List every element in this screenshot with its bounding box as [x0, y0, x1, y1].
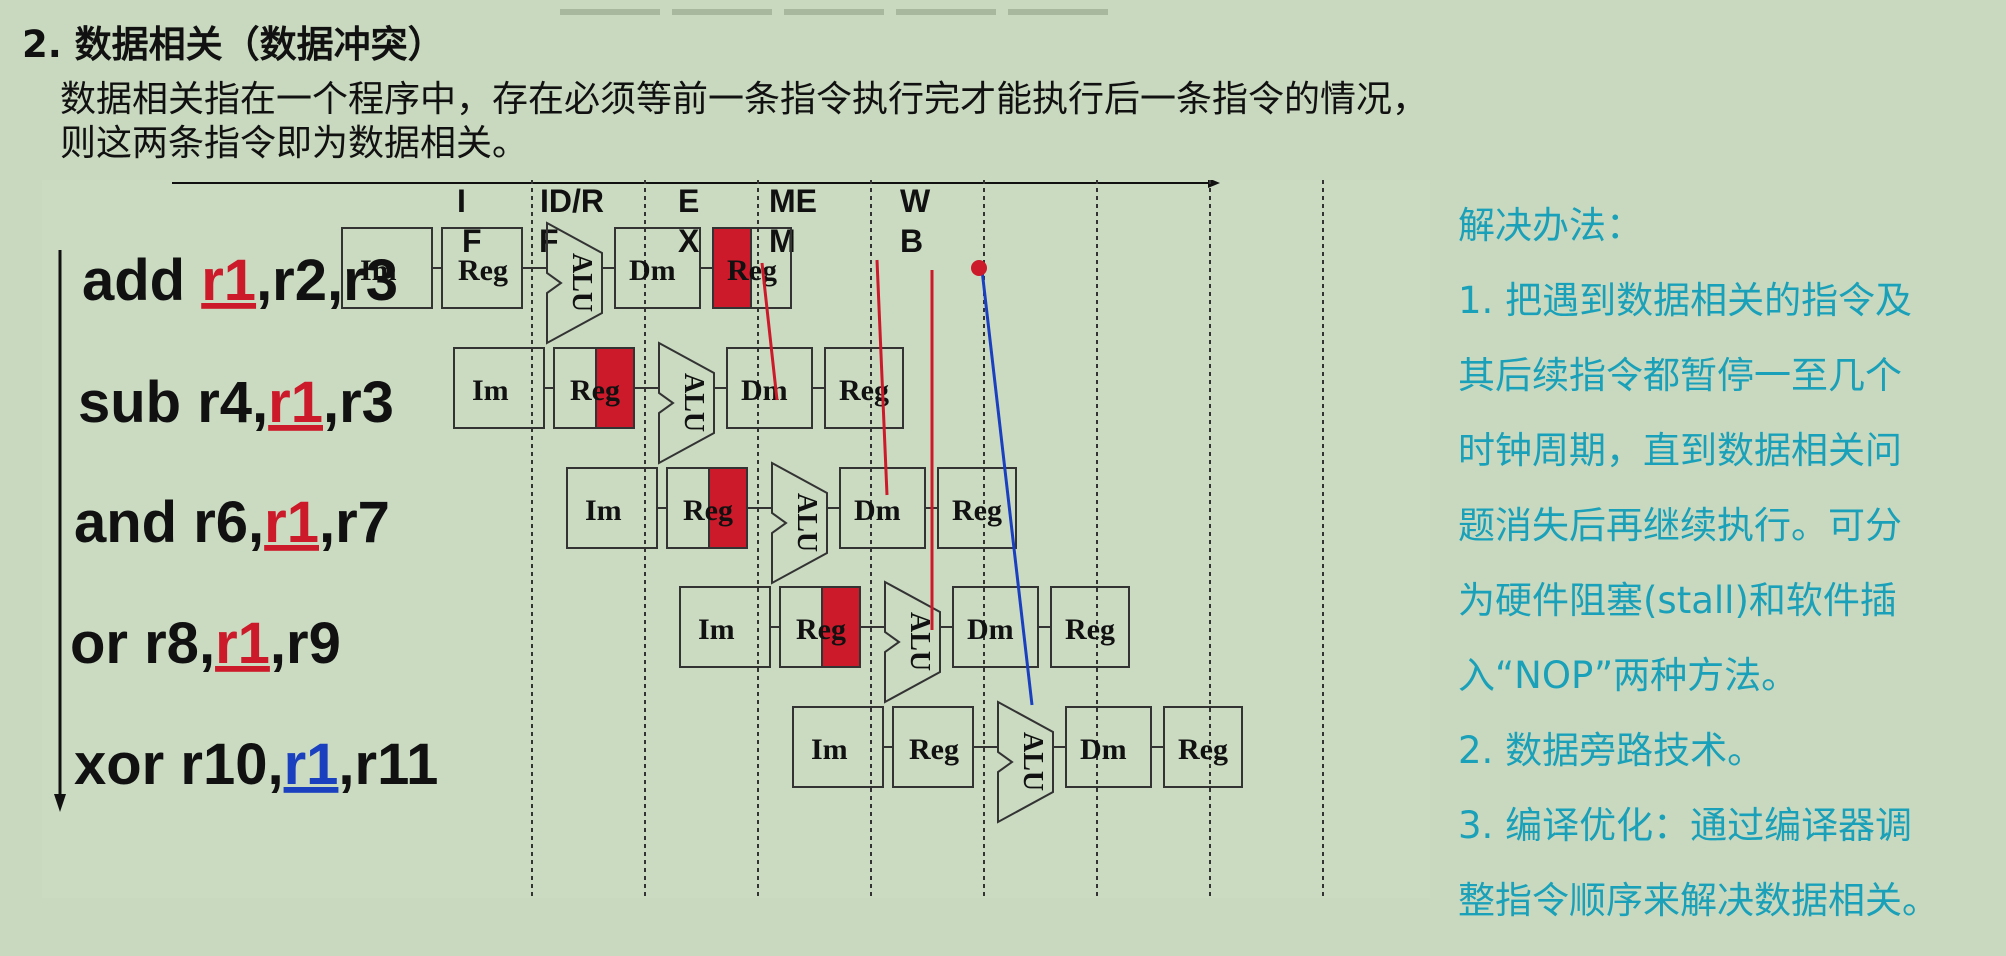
alu-block [997, 700, 1054, 824]
wb-reg-block [824, 347, 904, 429]
hazard-line [760, 262, 779, 401]
instruction-op: and r6, [74, 490, 264, 555]
im-label: Im [811, 733, 848, 766]
instruction-text: sub r4,r1,r3 [78, 370, 394, 435]
instruction-op: add [82, 248, 201, 313]
reg-label: Reg [458, 254, 508, 287]
reg-label: Reg [909, 733, 959, 766]
instruction-hazard-reg: r1 [264, 490, 319, 555]
stage-label: W [900, 183, 931, 219]
instruction-operands: ,r11 [338, 732, 438, 797]
wb-reg-block [1163, 706, 1243, 788]
instruction-op: or r8, [70, 611, 215, 676]
dm-label: Dm [741, 374, 788, 407]
solution-line: 1. 把遇到数据相关的指令及 [1458, 279, 1913, 322]
stage-label: F [539, 223, 559, 259]
im-label: Im [585, 494, 622, 527]
wb-reg-block [937, 467, 1017, 549]
stage-label: B [900, 223, 923, 259]
top-decoration [560, 0, 1220, 15]
alu-label: ALU [791, 493, 822, 552]
solution-line: 时钟周期，直到数据相关问 [1458, 429, 1902, 472]
instruction-op: sub r4, [78, 370, 268, 435]
reg-label: Reg [570, 374, 620, 407]
dm-label: Dm [854, 494, 901, 527]
alu-label: ALU [566, 253, 597, 312]
reg-hazard-fill [595, 347, 635, 429]
stage-label: E [678, 183, 699, 219]
solution-title: 解决办法： [1458, 204, 1643, 247]
instruction-op: xor r10, [74, 732, 284, 797]
writeback-point [971, 260, 987, 276]
instruction-operands: ,r3 [323, 370, 394, 435]
solution-line: 整指令顺序来解决数据相关。 [1458, 879, 1939, 922]
stage-label: F [462, 223, 482, 259]
reg-hazard-fill [708, 467, 748, 549]
alu-label: ALU [678, 373, 709, 432]
dm-label: Dm [1080, 733, 1127, 766]
dm-label: Dm [629, 254, 676, 287]
description-line-2: 则这两条指令即为数据相关。 [60, 123, 529, 164]
wb-hazard-fill [712, 227, 752, 309]
stage-label: ID/R [540, 183, 604, 219]
alu-block [658, 341, 715, 465]
solution-panel: 解决办法： 1. 把遇到数据相关的指令及 其后续指令都暂停一至几个 时钟周期，直… [1458, 188, 1978, 938]
instruction-text: xor r10,r1,r11 [74, 732, 438, 797]
hazard-line [875, 259, 889, 496]
alu-block [771, 461, 828, 585]
solution-line: 题消失后再继续执行。可分 [1458, 504, 1902, 547]
stage-label: ME [769, 183, 817, 219]
page-title: 2. 数据相关（数据冲突） [22, 23, 445, 66]
im-label: Im [360, 254, 397, 287]
instruction-text: and r6,r1,r7 [74, 490, 390, 555]
instruction-operands: ,r9 [270, 611, 341, 676]
wb-reg-label: Reg [727, 254, 777, 287]
reg-label: Reg [683, 494, 733, 527]
instruction-hazard-reg: r1 [268, 370, 323, 435]
description-line-1: 数据相关指在一个程序中，存在必须等前一条指令执行完才能执行后一条指令的情况， [60, 79, 1429, 120]
instruction-hazard-reg: r1 [215, 611, 270, 676]
stage-label: I [457, 183, 466, 219]
im-label: Im [472, 374, 509, 407]
alu-label: ALU [904, 612, 935, 671]
description: 数据相关指在一个程序中，存在必须等前一条指令执行完才能执行后一条指令的情况， 则… [60, 78, 1428, 166]
alu-label: ALU [1017, 732, 1048, 791]
solution-line: 其后续指令都暂停一至几个 [1458, 354, 1902, 397]
alu-block [546, 221, 603, 345]
instruction-text: add r1,r2,r3 [82, 248, 398, 313]
wb-reg-label: Reg [1178, 733, 1228, 766]
alu-block [884, 580, 941, 704]
program-order-arrowhead [54, 794, 66, 812]
solution-line: 入“NOP”两种方法。 [1458, 654, 1799, 697]
instruction-operands: ,r2,r3 [256, 248, 398, 313]
instruction-hazard-reg: r1 [201, 248, 256, 313]
instruction-text: or r8,r1,r9 [70, 611, 341, 676]
instruction-operands: ,r7 [319, 490, 390, 555]
solution-line: 3. 编译优化：通过编译器调 [1458, 804, 1913, 847]
instruction-hazard-reg: r1 [284, 732, 339, 797]
wb-reg-label: Reg [952, 494, 1002, 527]
solution-line: 2. 数据旁路技术。 [1458, 729, 1765, 772]
wb-reg-label: Reg [1065, 613, 1115, 646]
reg-label: Reg [796, 613, 846, 646]
wb-reg-block [1050, 586, 1130, 668]
solution-line: 为硬件阻塞(stall)和软件插 [1458, 579, 1897, 622]
im-label: Im [698, 613, 735, 646]
stage-label: X [678, 223, 700, 259]
forward-line [980, 269, 1034, 706]
dm-label: Dm [967, 613, 1014, 646]
